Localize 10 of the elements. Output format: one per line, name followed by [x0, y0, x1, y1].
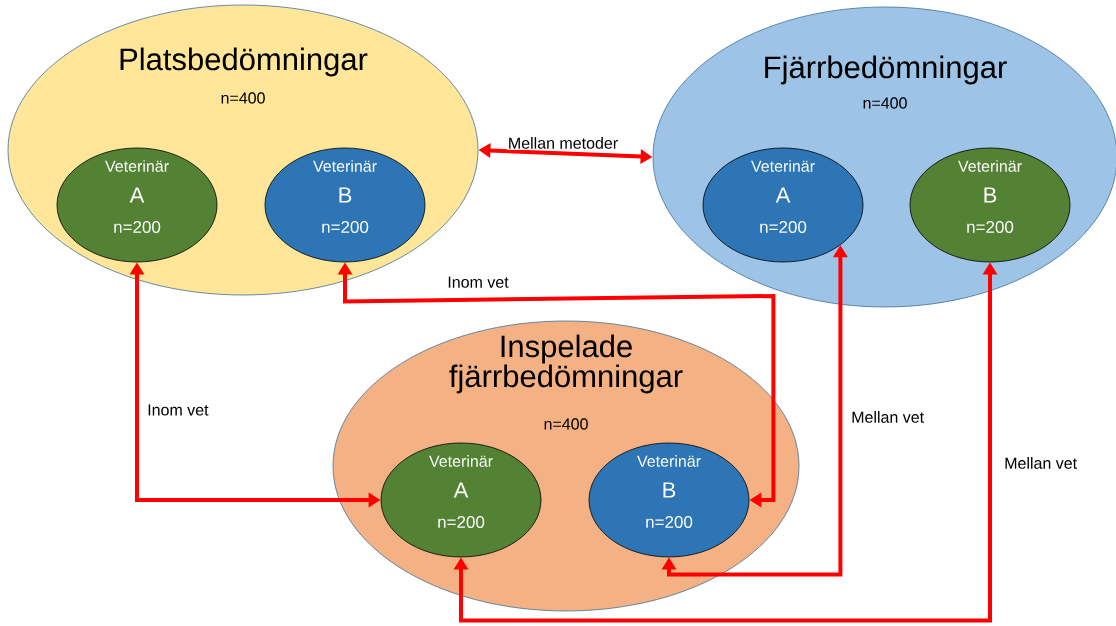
edge-label: Mellan vet [1003, 456, 1079, 470]
ellipse-node: Veterinär A n=200 [702, 147, 864, 263]
ellipse-node: Veterinär A n=200 [56, 147, 218, 263]
edge-label: Mellan vet [850, 410, 926, 424]
ellipse-node: Veterinär B n=200 [588, 442, 750, 558]
edge-label: Mellan metoder [506, 136, 620, 150]
ellipse-node: Veterinär A n=200 [380, 442, 542, 558]
ellipse-node: Veterinär B n=200 [264, 147, 426, 263]
ellipse-node: Veterinär B n=200 [909, 147, 1071, 263]
edge-label: Inom vet [146, 403, 210, 417]
